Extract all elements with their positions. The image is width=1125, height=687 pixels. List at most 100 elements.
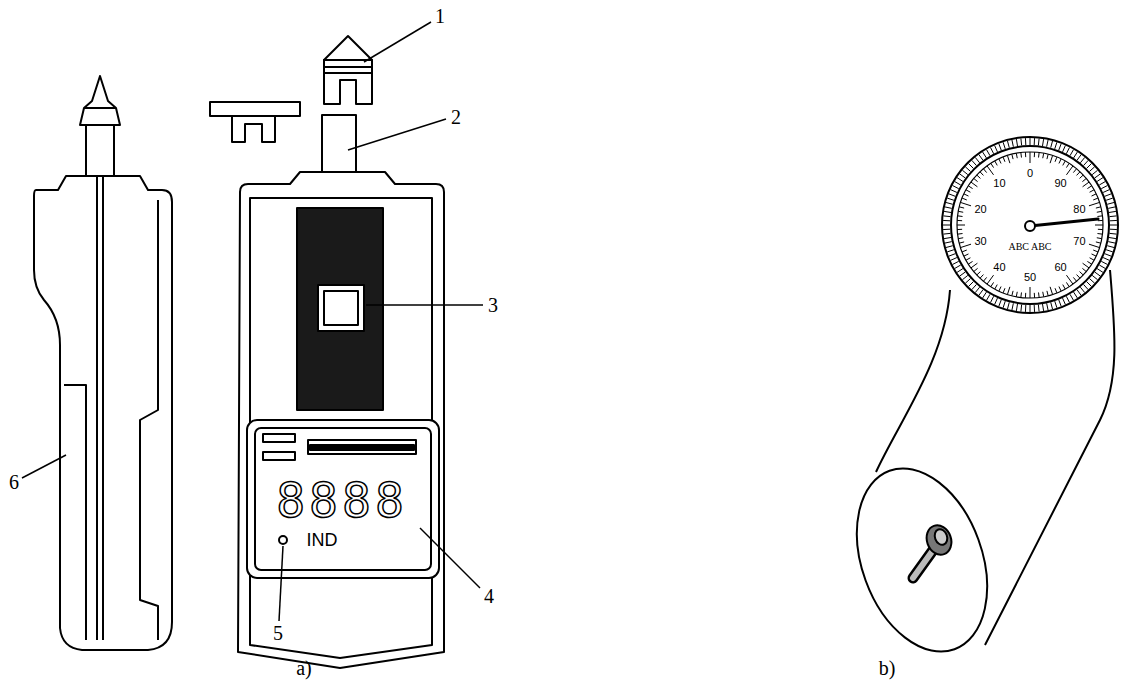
bezel-knurl bbox=[1089, 167, 1094, 172]
dial-tick bbox=[1097, 211, 1102, 213]
bezel-knurl bbox=[1020, 305, 1022, 312]
dial-tick bbox=[999, 287, 1001, 292]
bezel-knurl bbox=[945, 242, 952, 243]
bezel-knurl bbox=[946, 202, 953, 204]
dial-tick bbox=[977, 175, 981, 178]
dial-tick bbox=[968, 261, 972, 264]
dial-tick bbox=[1038, 292, 1040, 297]
dial-tick bbox=[1007, 287, 1009, 295]
dial-tick bbox=[1097, 233, 1102, 235]
bezel-knurl bbox=[951, 190, 957, 193]
bezel-knurl bbox=[999, 144, 1002, 151]
bezel-knurl bbox=[1110, 229, 1117, 230]
bezel-knurl bbox=[1055, 142, 1057, 149]
bezel-knurl bbox=[947, 198, 954, 200]
dial-tick bbox=[962, 198, 967, 200]
dial-tick bbox=[995, 161, 997, 165]
bezel-knurl bbox=[1016, 304, 1017, 311]
bezel-knurl bbox=[1025, 138, 1026, 145]
subfigure-label: b) bbox=[879, 658, 896, 678]
dial-tick bbox=[983, 277, 986, 281]
bezel-knurl bbox=[1103, 258, 1109, 261]
dial-tick bbox=[1095, 225, 1103, 226]
bezel-knurl bbox=[999, 300, 1002, 307]
dial-tick bbox=[1087, 261, 1091, 264]
bezel-knurl bbox=[960, 272, 966, 276]
callout-number: 4 bbox=[484, 586, 494, 606]
dial-tick bbox=[1038, 153, 1040, 158]
bezel-knurl bbox=[957, 269, 963, 273]
dial-tick bbox=[1012, 291, 1013, 296]
dial-tick bbox=[1090, 258, 1094, 260]
bezel-knurl bbox=[1043, 304, 1044, 311]
bezel-knurl bbox=[1099, 182, 1105, 186]
dial-tick bbox=[957, 229, 962, 230]
bezel-knurl bbox=[1066, 296, 1069, 302]
bezel-knurl bbox=[951, 258, 957, 261]
bezel-knurl bbox=[952, 261, 958, 264]
dial-tick bbox=[1003, 288, 1005, 293]
bezel-knurl bbox=[987, 150, 991, 156]
bezel-knurl bbox=[995, 146, 998, 152]
dial-tick bbox=[1050, 287, 1052, 295]
dial-tick bbox=[1083, 263, 1089, 268]
dial-tick bbox=[1016, 292, 1018, 297]
dial-tick bbox=[958, 233, 963, 235]
dial-number: 20 bbox=[974, 203, 986, 214]
bezel-knurl bbox=[1110, 233, 1117, 235]
leader-lines bbox=[22, 22, 483, 621]
callout-number: 5 bbox=[273, 623, 283, 643]
bezel-knurl bbox=[943, 229, 950, 230]
bezel-knurl bbox=[1107, 202, 1114, 204]
bezel-knurl bbox=[1055, 301, 1057, 308]
dial-tick bbox=[1077, 172, 1080, 176]
dial-tick bbox=[1066, 166, 1072, 175]
side-view bbox=[34, 76, 172, 650]
bezel-knurl bbox=[1051, 141, 1053, 148]
dial-tick bbox=[1003, 157, 1005, 162]
bezel-knurl bbox=[955, 265, 961, 269]
bezel-knurl bbox=[1109, 211, 1116, 212]
bezel-knurl bbox=[1109, 238, 1116, 239]
indicator-label: IND bbox=[307, 531, 338, 549]
bezel-knurl bbox=[952, 186, 958, 189]
dial-tick bbox=[991, 163, 994, 167]
bezel-knurl bbox=[965, 167, 970, 172]
bezel-knurl bbox=[983, 152, 987, 158]
bezel-knurl bbox=[943, 233, 950, 235]
dial-tick bbox=[983, 169, 986, 173]
dial-tick bbox=[999, 159, 1001, 164]
bezel-knurl bbox=[991, 147, 994, 153]
dial-tick bbox=[1050, 156, 1052, 164]
bezel-knurl bbox=[1106, 250, 1113, 252]
bezel-knurl bbox=[1043, 139, 1044, 146]
dial-number: 10 bbox=[993, 177, 1005, 188]
bezel-knurl bbox=[1051, 302, 1053, 309]
dial-tick bbox=[1012, 154, 1013, 159]
dial-tick bbox=[1055, 157, 1057, 162]
dial-tick bbox=[959, 207, 964, 208]
bezel-knurl bbox=[1020, 138, 1022, 145]
bezel-knurl bbox=[1092, 170, 1097, 174]
dial-tick bbox=[957, 220, 962, 221]
dial-tick bbox=[1047, 154, 1048, 159]
bezel-knurl bbox=[1089, 279, 1094, 284]
bezel-knurl bbox=[965, 279, 970, 284]
dial-tick bbox=[1063, 285, 1065, 289]
bezel-knurl bbox=[1038, 138, 1040, 145]
dial-tick bbox=[1090, 190, 1094, 192]
dial-tick bbox=[1034, 152, 1035, 157]
bezel-knurl bbox=[1012, 303, 1013, 310]
dial-tick bbox=[980, 275, 983, 279]
bezel-knurl bbox=[1030, 305, 1031, 312]
bezel-knurl bbox=[1070, 294, 1074, 300]
bezel-knurl bbox=[1110, 225, 1117, 226]
bezel-knurl bbox=[1108, 242, 1115, 243]
dial-tick bbox=[1097, 237, 1102, 239]
bezel-knurl bbox=[1034, 138, 1035, 145]
bezel-knurl bbox=[1101, 261, 1107, 264]
dial-tick bbox=[1096, 242, 1101, 243]
dial-tick bbox=[959, 242, 964, 243]
bezel-knurl bbox=[960, 174, 966, 178]
